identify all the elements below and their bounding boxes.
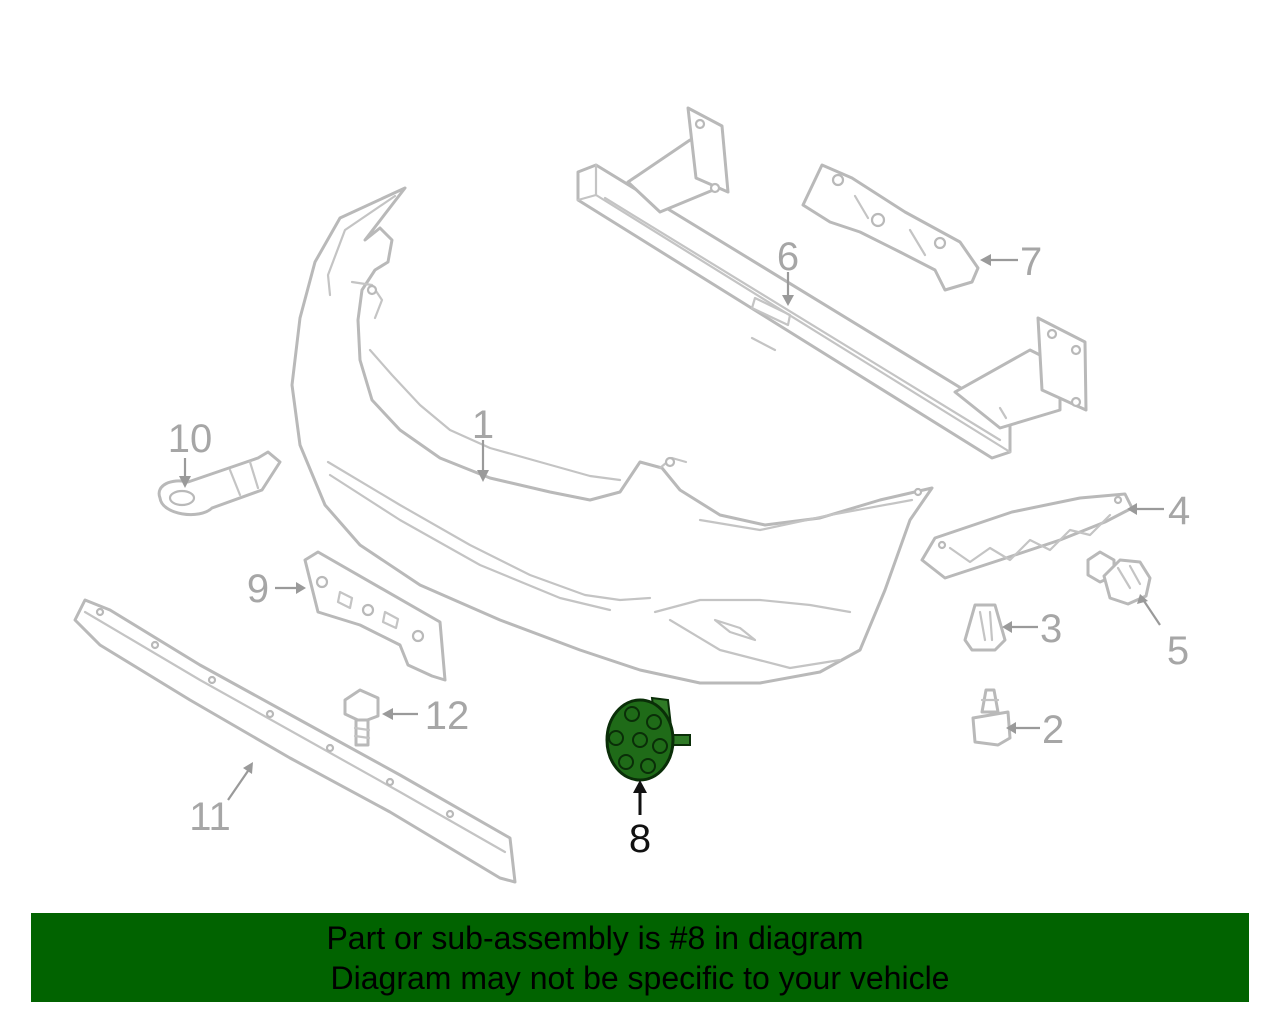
callout-5: 5: [1167, 629, 1189, 673]
leader-11: [227, 767, 251, 801]
callout-9: 9: [247, 567, 269, 611]
info-banner: Part or sub-assembly is #8 in diagram Di…: [31, 913, 1249, 1002]
callout-10: 10: [168, 417, 213, 461]
callout-11: 11: [189, 795, 231, 839]
callout-8: 8: [629, 817, 651, 861]
banner-line-1: Part or sub-assembly is #8 in diagram: [326, 919, 864, 956]
part-6-reinforcement-beam: [576, 106, 1088, 460]
part-1-bumper-cover: [290, 186, 934, 685]
part-2-push-pin: [971, 688, 1012, 747]
part-9-license-bracket: [303, 550, 447, 682]
banner-line-2: Diagram may not be specific to your vehi…: [330, 959, 950, 996]
part-4-side-bracket: [920, 492, 1134, 580]
callout-4: 4: [1168, 489, 1190, 533]
callout-7: 7: [1020, 240, 1042, 284]
part-8-highlighted-cap: [605, 696, 691, 782]
callout-12: 12: [425, 694, 470, 738]
leader-5: [1141, 597, 1161, 626]
part-12-bolt: [343, 688, 380, 747]
callout-1: 1: [472, 403, 494, 447]
part-7-bracket: [801, 163, 980, 292]
part-3-clip: [963, 603, 1007, 652]
part-10-tow-hook: [157, 450, 282, 517]
part-11-lower-strip: [73, 598, 517, 884]
callout-2: 2: [1042, 708, 1064, 752]
leader-lines: [179, 254, 1164, 815]
part-5-bolt: [1086, 550, 1152, 606]
callout-labels: 1 2 3 4 5 6 7 8 9 10 11 12: [168, 235, 1191, 861]
callout-3: 3: [1040, 607, 1062, 651]
callout-6: 6: [777, 235, 799, 279]
